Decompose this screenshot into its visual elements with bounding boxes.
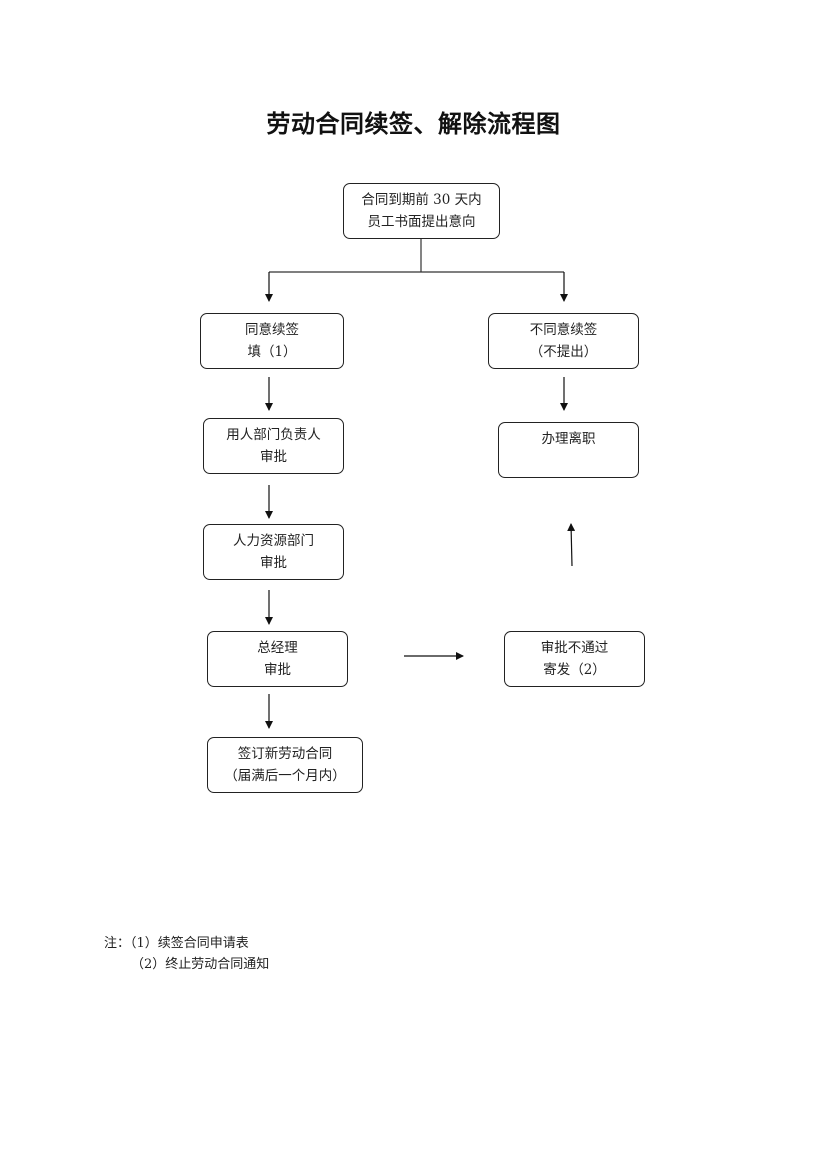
node-sign-new-contract: 签订新劳动合同 （届满后一个月内） <box>207 737 363 793</box>
node-gm-line2: 审批 <box>264 662 291 678</box>
node-hr-line1: 人力资源部门 <box>233 533 314 549</box>
page-title: 劳动合同续签、解除流程图 <box>266 110 561 138</box>
node-resign: 办理离职 <box>498 422 639 478</box>
node-hr-line2: 审批 <box>260 555 287 571</box>
arrow-rejected-up-to-resign <box>567 523 576 567</box>
note-1: 注：（1）续签合同申请表 <box>104 936 249 951</box>
node-agree-line2: 填（1） <box>247 344 297 360</box>
node-gm-line1: 总经理 <box>257 640 298 656</box>
notes: 注：（1）续签合同申请表 （2）终止劳动合同通知 <box>104 933 269 975</box>
node-start-line1: 合同到期前 30 天内 <box>361 192 482 208</box>
node-dept-head-line2: 审批 <box>260 449 287 465</box>
node-approval-rejected: 审批不通过 寄发（2） <box>504 631 645 687</box>
node-new-contract-line2: （届满后一个月内） <box>224 768 346 784</box>
node-gm-approval: 总经理 审批 <box>207 631 348 687</box>
node-start-line2: 员工书面提出意向 <box>367 214 476 230</box>
node-dept-head-approval: 用人部门负责人 审批 <box>203 418 344 474</box>
node-new-contract-line1: 签订新劳动合同 <box>237 746 333 762</box>
node-start: 合同到期前 30 天内 员工书面提出意向 <box>343 183 500 239</box>
node-disagree-renew: 不同意续签 （不提出） <box>488 313 639 369</box>
node-disagree-line1: 不同意续签 <box>529 322 598 338</box>
node-resign-line1: 办理离职 <box>541 431 596 447</box>
node-disagree-line2: （不提出） <box>529 344 598 360</box>
node-dept-head-line1: 用人部门负责人 <box>226 427 321 443</box>
node-hr-approval: 人力资源部门 审批 <box>203 524 344 580</box>
node-agree-renew: 同意续签 填（1） <box>200 313 344 369</box>
node-rejected-line2: 寄发（2） <box>543 662 606 678</box>
note-2: （2）终止劳动合同通知 <box>131 957 270 972</box>
node-agree-line1: 同意续签 <box>245 322 299 338</box>
node-rejected-line1: 审批不通过 <box>540 640 609 656</box>
